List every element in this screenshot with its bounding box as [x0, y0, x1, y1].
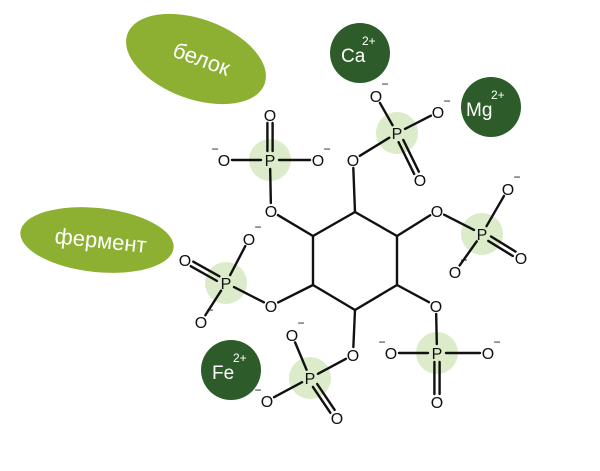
calcium-ion: Ca 2+ — [330, 23, 390, 83]
bond-31 — [276, 213, 315, 238]
phosphorus-highlight-2 — [416, 332, 458, 374]
oxygen-atom-33: O — [195, 315, 207, 332]
bond-5 — [311, 210, 357, 238]
bond-26 — [276, 283, 315, 304]
negative-charge-32: − — [254, 220, 261, 234]
oxygen-atom-28: O — [265, 299, 277, 316]
phosphorus-atom-15: P — [432, 346, 443, 363]
iron-ion: Fe 2+ — [201, 340, 261, 400]
phosphorus-atom-1: P — [392, 126, 403, 143]
bond-7 — [358, 136, 391, 158]
bond-29 — [228, 244, 247, 277]
bond-32 — [268, 167, 273, 205]
bond-24 — [293, 341, 308, 371]
double-bond-23-b — [315, 382, 336, 412]
negative-charge-20: − — [493, 335, 500, 349]
oxygen-atom-37: O — [264, 108, 276, 125]
negative-charge-18: − — [378, 335, 385, 349]
bond-3 — [311, 283, 357, 312]
phosphorus-highlight-5 — [249, 139, 291, 181]
negative-charge-27: − — [254, 383, 261, 397]
bond-10 — [403, 114, 433, 131]
atom-labels: OPOO−O−OPOO−O−OPOO−O−OPOO−O−OPOO−O−OPOO−… — [179, 77, 527, 428]
negative-charge-11: − — [513, 170, 520, 184]
oxygen-atom-31: O — [243, 232, 255, 249]
negative-charge-34: − — [206, 303, 213, 317]
double-bond-8-a — [397, 141, 416, 176]
bond-6 — [352, 166, 357, 214]
double-bond-28-b — [189, 264, 219, 283]
bond-21 — [352, 308, 357, 349]
magnesium-charge: 2+ — [491, 88, 505, 102]
oxygen-atom-23: O — [331, 411, 343, 428]
bond-16 — [395, 283, 431, 304]
bond-22 — [316, 357, 348, 375]
iron-charge: 2+ — [233, 351, 247, 365]
oxygen-atom-38: O — [218, 153, 230, 170]
bond-0 — [353, 210, 399, 238]
negative-charge-6: − — [443, 94, 450, 108]
phosphorus-highlight-4 — [205, 262, 247, 304]
calcium-charge: 2+ — [362, 34, 376, 48]
chemical-bonds — [189, 101, 517, 415]
enzyme-pill — [20, 207, 174, 273]
magnesium-symbol: Mg — [466, 100, 492, 121]
double-bond-8-b — [402, 138, 421, 173]
oxygen-atom-35: O — [265, 204, 277, 221]
oxygen-atom-12: O — [449, 265, 461, 282]
oxygen-atom-5: O — [432, 105, 444, 122]
protein-label: белок — [126, 13, 266, 105]
oxygen-atom-40: O — [312, 153, 324, 170]
negative-charge-4: − — [381, 77, 388, 91]
bond-30 — [204, 289, 223, 317]
oxygen-atom-21: O — [347, 348, 359, 365]
bond-27 — [232, 285, 266, 304]
negative-charge-13: − — [460, 253, 467, 267]
phosphorus-atom-29: P — [221, 276, 232, 293]
double-bond-28-a — [192, 260, 221, 278]
oxygen-atom-9: O — [515, 251, 527, 268]
enzyme-label: фермент — [20, 207, 174, 273]
oxygen-atom-19: O — [482, 346, 494, 363]
negative-charge-39: − — [211, 142, 218, 156]
phosphorus-atom-22: P — [305, 371, 316, 388]
iron-symbol: Fe — [212, 363, 234, 384]
phosphorus-atom-8: P — [477, 227, 488, 244]
double-bond-13-a — [487, 239, 515, 258]
protein-pill — [126, 13, 266, 105]
negative-charge-41: − — [323, 142, 330, 156]
magnesium-ion-circle — [461, 77, 521, 137]
calcium-symbol: Ca — [341, 46, 366, 67]
bond-2 — [353, 283, 399, 312]
bond-9 — [378, 101, 394, 127]
oxygen-atom-14: O — [430, 299, 442, 316]
magnesium-ion: Mg 2+ — [461, 77, 521, 137]
bond-11 — [395, 214, 432, 238]
oxygen-atom-10: O — [502, 182, 514, 199]
phosphorus-atom-36: P — [265, 153, 276, 170]
oxygen-atom-26: O — [261, 394, 273, 411]
oxygen-atom-16: O — [431, 395, 443, 412]
oxygen-atom-3: O — [370, 89, 382, 106]
bond-25 — [272, 381, 304, 399]
phosphorus-highlight-0 — [376, 112, 418, 154]
oxygen-atom-0: O — [347, 153, 359, 170]
bond-15 — [458, 240, 478, 267]
oxygen-atom-24: O — [286, 328, 298, 345]
negative-charge-25: − — [297, 316, 304, 330]
bond-12 — [442, 213, 476, 232]
oxygen-atom-7: O — [431, 204, 443, 221]
bond-17 — [434, 312, 439, 346]
double-bond-23-a — [311, 385, 332, 415]
double-bond-13-b — [489, 235, 517, 253]
oxygen-atom-2: O — [414, 173, 426, 190]
iron-ion-circle — [201, 340, 261, 400]
bond-14 — [485, 194, 506, 228]
oxygen-atom-17: O — [385, 346, 397, 363]
oxygen-atom-30: O — [179, 253, 191, 270]
calcium-ion-circle — [330, 23, 390, 83]
